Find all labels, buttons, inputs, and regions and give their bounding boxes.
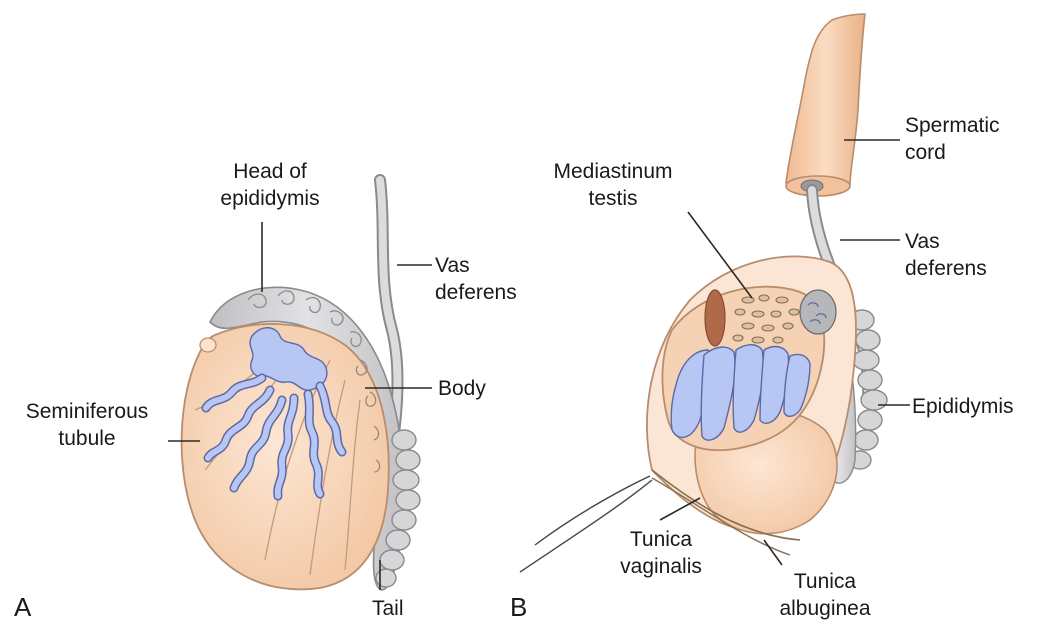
label-vaginalis-line2: vaginalis xyxy=(606,553,716,580)
label-head-line1: Head of xyxy=(205,158,335,185)
label-spermatic-cord: Spermatic cord xyxy=(905,112,1000,166)
label-seminiferous-line1: Seminiferous xyxy=(12,398,162,425)
label-vaginalis-line1: Tunica xyxy=(606,526,716,553)
label-seminiferous-line2: tubule xyxy=(12,425,162,452)
label-mediastinum-testis: Mediastinum testis xyxy=(528,158,698,212)
label-vas-deferens-b: Vas deferens xyxy=(905,228,987,282)
testis-a-group xyxy=(182,180,420,590)
label-vas-deferens-a: Vas deferens xyxy=(435,252,517,306)
label-spermatic-line1: Spermatic xyxy=(905,112,1000,139)
label-tunica-vaginalis: Tunica vaginalis xyxy=(606,526,716,580)
panel-letter-a: A xyxy=(14,592,31,623)
label-seminiferous-tubule: Seminiferous tubule xyxy=(12,398,162,452)
label-albuginea-line2: albuginea xyxy=(770,595,880,622)
label-epididymis: Epididymis xyxy=(912,393,1014,420)
testis-b-group xyxy=(520,14,887,572)
label-body: Body xyxy=(438,375,486,402)
label-mediastinum-line2: testis xyxy=(528,185,698,212)
label-vas-b-line1: Vas xyxy=(905,228,987,255)
label-spermatic-line2: cord xyxy=(905,139,1000,166)
label-body-text: Body xyxy=(438,375,486,402)
spermatic-cord xyxy=(786,14,865,190)
label-tail-text: Tail xyxy=(372,595,404,622)
panel-letter-b: B xyxy=(510,592,527,623)
label-albuginea-line1: Tunica xyxy=(770,568,880,595)
label-vas-b-line2: deferens xyxy=(905,255,987,282)
label-vas-a-line2: deferens xyxy=(435,279,517,306)
label-mediastinum-line1: Mediastinum xyxy=(528,158,698,185)
label-head-of-epididymis: Head of epididymis xyxy=(205,158,335,212)
label-head-line2: epididymis xyxy=(205,185,335,212)
label-epididymis-text: Epididymis xyxy=(912,393,1014,420)
label-tunica-albuginea: Tunica albuginea xyxy=(770,568,880,622)
label-tail: Tail xyxy=(372,595,404,622)
label-vas-a-line1: Vas xyxy=(435,252,517,279)
